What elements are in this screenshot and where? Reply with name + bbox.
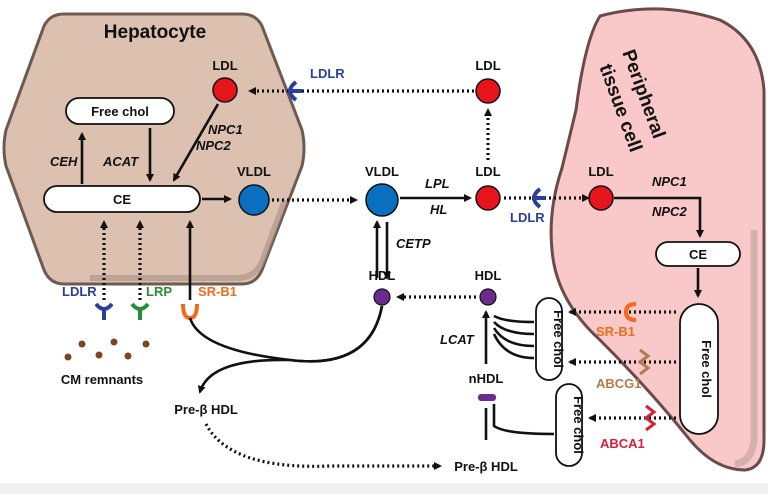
hepatocyte-ldlr-label: LDLR	[62, 284, 97, 299]
abcg1-transporter-icon	[637, 348, 651, 376]
ceh-label: CEH	[50, 154, 78, 169]
hdl-to-prebeta-curve	[197, 305, 384, 394]
plasma-free-chol-pill-1	[535, 297, 563, 381]
hepatocyte-ldl-particle	[212, 77, 238, 103]
hepatocyte-cell	[2, 12, 306, 286]
cm-remnants-label: CM remnants	[61, 372, 143, 387]
plasma-free-chol-pill-2	[555, 383, 583, 467]
peripheral-ce-pill	[655, 241, 741, 267]
cm-remnant-particles	[64, 338, 150, 361]
peripheral-ldlr-label: LDLR	[510, 210, 545, 225]
peripheral-ldlr-receptor-icon	[532, 187, 546, 209]
top-ldl-label: LDL	[475, 58, 500, 73]
plasma-vldl-label: VLDL	[365, 164, 399, 179]
peripheral-npc1-label: NPC1	[652, 174, 687, 189]
peripheral-ce-label: CE	[689, 247, 707, 262]
plasma-free-chol-2-label: Free chol	[571, 396, 586, 454]
free-chol-label: Free chol	[91, 104, 149, 119]
hepatocyte-ldl-label: LDL	[212, 58, 237, 73]
abcg1-label: ABCG1	[596, 376, 642, 391]
ldlr-receptor-icon	[94, 302, 114, 320]
hepatocyte-title: Hepatocyte	[104, 22, 206, 43]
peripheral-ldl-label: LDL	[588, 164, 613, 179]
plasma-vldl-particle	[365, 183, 399, 217]
prebeta-hdl-left-label: Pre-β HDL	[174, 402, 238, 417]
free-chol-to-nhdl-line	[492, 404, 555, 436]
abca1-transporter-icon	[643, 404, 657, 432]
top-ldl-particle	[475, 78, 501, 104]
left-hdl-particle	[373, 288, 391, 306]
bottom-bar	[0, 483, 768, 494]
acat-label: ACAT	[102, 154, 139, 169]
peripheral-npc2-label: NPC2	[652, 204, 687, 219]
right-hdl-label: HDL	[475, 268, 502, 283]
hepatocyte-srb1-label: SR-B1	[198, 284, 237, 299]
plasma-free-chol-1-label: Free chol	[551, 310, 566, 368]
top-ldlr-receptor-icon	[288, 80, 302, 102]
right-hdl-particle	[479, 288, 497, 306]
free-chol-line-1	[493, 314, 535, 324]
abca1-label: ABCA1	[600, 436, 645, 451]
free-chol-pill	[65, 97, 175, 125]
lrp-receptor-icon	[130, 302, 150, 320]
top-ldlr-label: LDLR	[310, 66, 345, 81]
peripheral-ldl-particle	[588, 185, 614, 211]
prebeta-hdl-right-label: Pre-β HDL	[454, 459, 518, 474]
prebeta-dotted-arrow	[204, 423, 442, 470]
npc2-label: NPC2	[196, 138, 231, 153]
ce-label: CE	[113, 192, 131, 207]
free-chol-line-4	[492, 333, 535, 360]
npc-arrow	[172, 103, 220, 182]
peripheral-srb1-receptor-icon	[623, 302, 637, 322]
peripheral-free-chol-label: Free chol	[699, 340, 714, 398]
lrp-label: LRP	[146, 284, 172, 299]
ce-pill	[43, 185, 201, 213]
peripheral-npc-arrow	[614, 196, 704, 238]
peripheral-srb1-label: SR-B1	[596, 324, 635, 339]
nhdl-particle	[478, 394, 496, 401]
peripheral-shadow	[734, 230, 758, 468]
mid-ldl-label: LDL	[475, 164, 500, 179]
nhdl-label: nHDL	[469, 371, 504, 386]
hepatocyte-srb1-receptor-icon	[181, 303, 199, 321]
hl-label: HL	[430, 202, 447, 217]
free-chol-line-3	[492, 327, 535, 348]
lcat-label: LCAT	[440, 332, 475, 347]
peripheral-free-chol-pill	[679, 303, 719, 435]
lpl-label: LPL	[425, 176, 450, 191]
free-chol-line-2	[493, 321, 535, 336]
cetp-label: CETP	[396, 236, 431, 251]
left-hdl-label: HDL	[369, 268, 396, 283]
hdl-to-srb1-curve	[188, 305, 384, 363]
npc1-label: NPC1	[208, 122, 243, 137]
hepatocyte-vldl-particle	[238, 184, 270, 216]
hepatocyte-vldl-label: VLDL	[237, 164, 271, 179]
hepatocyte-shadow	[90, 198, 288, 281]
mid-ldl-particle	[475, 185, 501, 211]
